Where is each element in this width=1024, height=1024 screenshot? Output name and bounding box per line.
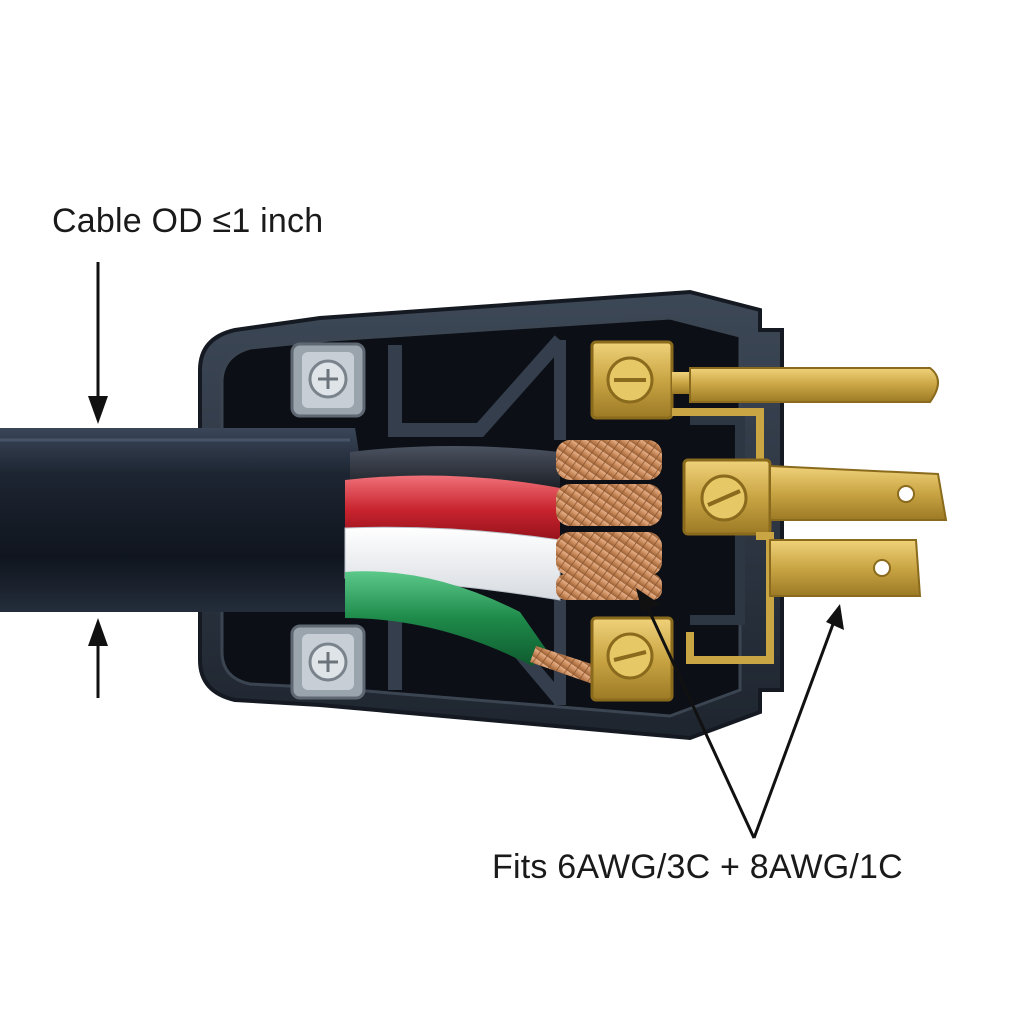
cable-od-arrow-top — [88, 262, 108, 424]
cable-od-label: Cable OD ≤1 inch — [52, 202, 324, 240]
cable-icon — [0, 428, 364, 612]
clamp-top — [290, 342, 366, 418]
cable-od-arrow-bottom — [88, 618, 108, 698]
screw-icon — [308, 642, 348, 682]
brass-terminal-icon — [590, 340, 948, 702]
clamp-bottom — [290, 624, 366, 700]
copper-strands — [530, 440, 662, 688]
wire-fit-leader-lines — [636, 588, 844, 839]
wire-fit-label: Fits 6AWG/3C + 8AWG/1C — [492, 848, 903, 886]
screw-icon — [308, 359, 348, 399]
wire-green — [345, 571, 548, 666]
